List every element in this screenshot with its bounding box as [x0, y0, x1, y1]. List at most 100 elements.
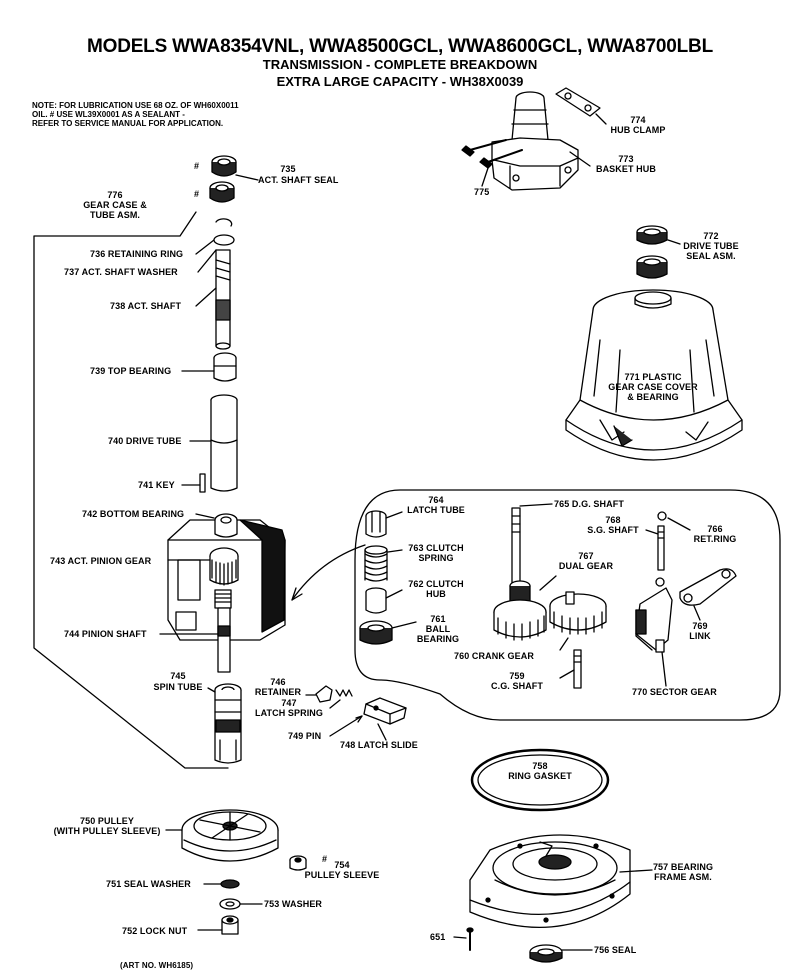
label-768-name: S.G. SHAFT [587, 525, 639, 535]
lock-nut-part [221, 915, 239, 935]
note-line: REFER TO SERVICE MANUAL FOR APPLICATION. [32, 119, 224, 128]
label-771-line2: GEAR CASE COVER [608, 382, 698, 392]
label-773-number: 773 [618, 154, 634, 164]
latch-tube-part [365, 510, 387, 538]
label-751: 751 SEAL WASHER [106, 879, 191, 889]
label-762-line2: HUB [426, 589, 446, 599]
label-746-name: RETAINER [254, 687, 302, 697]
label-744: 744 PINION SHAFT [64, 629, 147, 639]
retaining-ring-part [215, 218, 233, 227]
sg-shaft-part [657, 525, 665, 571]
spin-tube-part [214, 683, 242, 764]
label-761-line1: BALL [425, 624, 451, 634]
label-759-number: 759 [509, 671, 525, 681]
label-738: 738 ACT. SHAFT [110, 301, 182, 311]
sector-gear-part [635, 587, 673, 653]
hash-mark: # [194, 161, 200, 171]
label-758-number: 758 [532, 761, 548, 771]
label-735-name: ACT. SHAFT SEAL [258, 175, 339, 185]
pin-part [329, 715, 363, 737]
label-752: 752 LOCK NUT [122, 926, 188, 936]
drive-tube-part [210, 394, 238, 492]
label-740: 740 DRIVE TUBE [108, 436, 182, 446]
label-774-name: HUB CLAMP [610, 125, 666, 135]
label-759-name: C.G. SHAFT [491, 681, 543, 691]
label-754-name: PULLEY SLEEVE [304, 870, 380, 880]
gear-case-assembly-bracket [33, 211, 229, 769]
label-739: 739 TOP BEARING [90, 366, 172, 376]
label-765: 765 D.G. SHAFT [554, 499, 624, 509]
label-766-name: RET.RING [693, 534, 737, 544]
hash-mark: # [194, 189, 200, 199]
subtitle-capacity: EXTRA LARGE CAPACITY - WH38X0039 [276, 74, 524, 89]
label-768-number: 768 [605, 515, 621, 525]
label-750-line1: 750 PULLEY [79, 816, 135, 826]
label-771-line3: & BEARING [627, 392, 679, 402]
bearing-frame-part [469, 834, 631, 928]
page-title: MODELS WWA8354VNL, WWA8500GCL, WWA8600GC… [86, 36, 713, 57]
dg-shaft-part [511, 507, 521, 589]
lubrication-note: NOTE: FOR LUBRICATION USE 68 OZ. OF WH60… [32, 101, 239, 128]
hub-clamp-part [555, 87, 601, 117]
label-762-line1: 762 CLUTCH [408, 579, 464, 589]
label-736: 736 RETAINING RING [90, 249, 184, 259]
label-742: 742 BOTTOM BEARING [82, 509, 185, 519]
label-754-number: 754 [334, 860, 350, 870]
label-746-number: 746 [270, 677, 286, 687]
label-776-line2: TUBE ASM. [89, 210, 141, 220]
label-773-name: BASKET HUB [595, 164, 656, 174]
label-764-name: LATCH TUBE [407, 505, 465, 515]
ret-ring-part [657, 511, 667, 521]
label-745-name: SPIN TUBE [153, 682, 203, 692]
top-bearing-part [213, 352, 237, 382]
seal-washer-part [220, 879, 240, 889]
label-761-line2: BEARING [416, 634, 460, 644]
label-770: 770 SECTOR GEAR [632, 687, 717, 697]
label-757-line1: 757 BEARING [652, 862, 714, 872]
act-pinion-gear-part [209, 547, 239, 586]
key-part [199, 473, 206, 493]
subtitle-breakdown: TRANSMISSION - COMPLETE BREAKDOWN [262, 57, 538, 72]
art-number: (ART NO. WH6185) [120, 961, 194, 970]
pulley-sleeve-part [289, 855, 307, 871]
label-775: 775 [474, 187, 490, 197]
label-764-number: 764 [428, 495, 444, 505]
label-745-number: 745 [170, 671, 186, 681]
link-part [679, 568, 737, 606]
label-750-line2: (WITH PULLEY SLEEVE) [53, 826, 161, 836]
pinion-shaft-part [214, 589, 232, 673]
bolt-part [461, 139, 523, 169]
pulley-part [181, 809, 279, 862]
label-772-number: 772 [703, 231, 719, 241]
clutch-hub-part [365, 587, 387, 614]
label-737: 737 ACT. SHAFT WASHER [64, 267, 178, 277]
crank-gear-part [549, 591, 607, 635]
label-758-name: RING GASKET [508, 771, 572, 781]
clutch-spring-part [364, 545, 388, 582]
label-772-line2: SEAL ASM. [686, 251, 736, 261]
label-771-line1: 771 PLASTIC [624, 372, 682, 382]
label-747-number: 747 [281, 698, 297, 708]
inset-detail-outline [354, 489, 781, 721]
label-772-line1: DRIVE TUBE [683, 241, 739, 251]
label-769-number: 769 [692, 621, 708, 631]
label-757-line2: FRAME ASM. [654, 872, 712, 882]
label-651: 651 [430, 932, 446, 942]
latch-spring-part [335, 689, 353, 697]
label-766-number: 766 [707, 524, 723, 534]
gear-case-cover-part [565, 289, 743, 461]
label-756: 756 SEAL [594, 945, 637, 955]
label-760: 760 CRANK GEAR [454, 651, 534, 661]
label-776-line1: GEAR CASE & [83, 200, 147, 210]
label-747-name: LATCH SPRING [254, 708, 324, 718]
label-767-name: DUAL GEAR [558, 561, 614, 571]
label-774-number: 774 [630, 115, 646, 125]
act-shaft-part [215, 249, 231, 350]
label-763-line1: 763 CLUTCH [408, 543, 464, 553]
hash-mark: # [322, 854, 328, 864]
drive-tube-seal-part [636, 225, 668, 279]
label-776-number: 776 [107, 190, 123, 200]
label-741: 741 KEY [138, 480, 175, 490]
label-753: 753 WASHER [264, 899, 323, 909]
